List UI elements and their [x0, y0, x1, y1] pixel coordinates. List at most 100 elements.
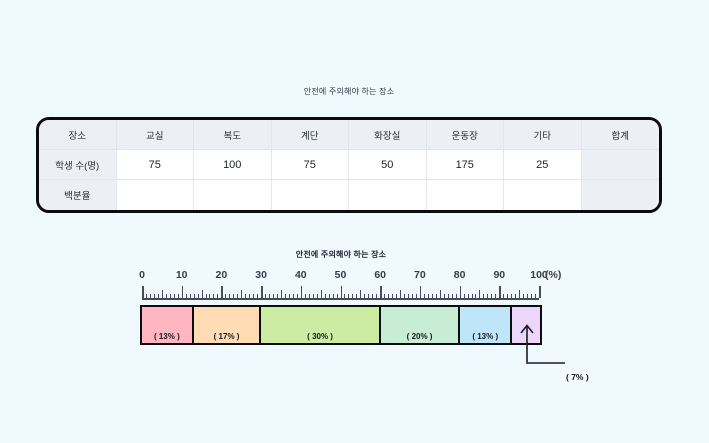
axis-tick [149, 293, 151, 298]
table-header-cell: 복도 [194, 120, 272, 150]
axis-tick [491, 293, 493, 298]
band-segment: ( 13% ) [142, 307, 194, 343]
axis-tick [483, 293, 485, 298]
axis-tick [392, 293, 394, 298]
table-value-cell: 25 [504, 150, 582, 180]
axis-tick [475, 293, 477, 298]
axis-tick [316, 293, 318, 298]
axis-tick [189, 293, 191, 298]
axis-tick [233, 293, 235, 298]
axis-tick-label: 90 [493, 269, 506, 281]
axis-tick [471, 293, 473, 298]
axis-tick [419, 286, 422, 298]
table-value-cell: 50 [349, 150, 427, 180]
axis-tick [360, 290, 362, 298]
axis-tick [495, 293, 497, 298]
axis-tick [348, 293, 350, 298]
axis-tick [527, 293, 529, 298]
axis-tick [507, 293, 509, 298]
table-title: 안전에 주의해야 하는 장소 [303, 87, 395, 96]
segment-label: ( 20% ) [406, 332, 433, 341]
axis-tick [451, 293, 453, 298]
table-total-cell [581, 150, 659, 180]
axis-tick [447, 293, 449, 298]
axis-tick [411, 293, 413, 298]
axis-tick [372, 293, 374, 298]
callout-arrow-icon [520, 324, 565, 364]
axis-tick [169, 293, 171, 298]
axis-tick [261, 286, 263, 298]
axis-tick-label: 100 [530, 269, 548, 281]
table-row-label: 백분율 [39, 180, 117, 210]
axis-tick [296, 293, 298, 298]
axis-tick [145, 293, 147, 298]
axis-tick [209, 293, 211, 298]
axis-tick [352, 293, 354, 298]
axis-tick [229, 293, 231, 298]
table-value-cell [194, 180, 272, 210]
segment-label: ( 30% ) [307, 332, 333, 341]
table-header-cell: 계단 [271, 120, 349, 150]
band-segment: ( 13% ) [460, 307, 513, 343]
axis-tick-label: 0 [139, 269, 145, 281]
band-segment [512, 307, 540, 343]
table-value-cell [504, 180, 582, 210]
band-segment: ( 30% ) [261, 307, 381, 343]
axis-tick [237, 293, 239, 298]
axis-tick [487, 293, 489, 298]
axis-tick [205, 293, 207, 298]
table-value-cell [116, 180, 194, 210]
table-value-cell: 175 [426, 150, 504, 180]
table-header-cell: 장소 [39, 120, 117, 150]
axis-tick [173, 293, 175, 298]
table-header-cell: 교실 [116, 120, 194, 150]
segment-label: ( 17% ) [213, 332, 240, 341]
axis-tick [308, 293, 310, 298]
axis-tick [511, 293, 513, 298]
table-value-cell [426, 180, 504, 210]
table-value-cell [271, 180, 349, 210]
axis-tick [304, 293, 306, 298]
axis-tick [427, 293, 429, 298]
axis-tick-label: 20 [215, 269, 228, 281]
axis-tick [245, 293, 247, 298]
axis-tick [185, 293, 187, 298]
axis-tick [376, 293, 378, 298]
axis-tick [257, 293, 259, 298]
axis-tick-label: 70 [414, 269, 426, 281]
axis-tick [364, 293, 366, 298]
axis-tick-label: 30 [255, 269, 267, 281]
axis-tick [324, 293, 326, 298]
table-total-cell [581, 180, 659, 210]
axis-tick [467, 293, 469, 298]
axis-tick [221, 286, 223, 298]
axis-tick [431, 293, 433, 298]
axis-tick [177, 293, 179, 298]
axis-tick [531, 293, 533, 298]
axis-unit-label: (%) [545, 269, 562, 281]
table-header-cell: 합계 [581, 120, 659, 150]
axis-tick-label: 50 [334, 269, 347, 281]
axis-tick [455, 293, 457, 298]
table-row-label: 학생 수(명) [39, 150, 117, 180]
table-value-cell: 100 [194, 150, 272, 180]
band-segment: ( 17% ) [193, 307, 262, 343]
axis-tick [249, 293, 251, 298]
chart-title: 안전에 주의해야 하는 장소 [295, 250, 387, 259]
segment-label: ( 13% ) [472, 332, 499, 341]
axis-tick-label: 80 [453, 269, 466, 281]
axis-tick [157, 293, 159, 298]
callout-label: ( 7% ) [566, 372, 589, 382]
axis-tick [253, 293, 255, 298]
axis-tick [312, 293, 314, 298]
axis-tick [435, 293, 437, 298]
axis-tick [165, 293, 167, 298]
axis-tick [400, 290, 402, 298]
table-value-cell [349, 180, 427, 210]
axis-tick [193, 293, 195, 298]
axis-tick [356, 293, 358, 298]
axis-tick [217, 293, 219, 298]
axis-tick [384, 293, 386, 298]
axis-tick [153, 293, 155, 298]
